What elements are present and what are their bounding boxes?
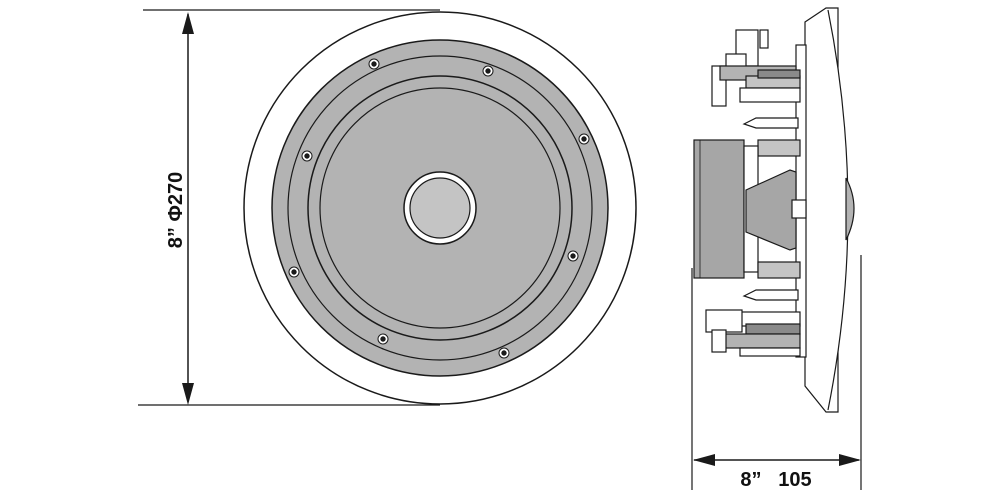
- front-view: [138, 9, 637, 406]
- arrow-left-icon: [693, 454, 715, 466]
- screw: [498, 347, 510, 359]
- screw: [482, 65, 494, 77]
- screw: [301, 150, 313, 162]
- bracket-upper: [742, 117, 801, 157]
- arrow-down-icon: [182, 383, 194, 405]
- screws: [288, 58, 590, 359]
- tweeter-dome: [409, 177, 471, 239]
- clamp-bottom: [705, 309, 801, 357]
- cone-body: [745, 169, 797, 251]
- side-dimension-label: 8” 105: [740, 469, 811, 491]
- tweeter-profile: [845, 177, 855, 241]
- side-view: [691, 7, 862, 490]
- front-dimension-label: 8” Φ270: [165, 172, 187, 248]
- clamp-top: [711, 29, 801, 107]
- arrow-up-icon: [182, 12, 194, 34]
- arrow-right-icon: [839, 454, 861, 466]
- voice-coil: [791, 199, 807, 219]
- screw: [567, 250, 579, 262]
- cone-profile: [827, 9, 849, 411]
- magnet: [693, 139, 745, 279]
- screw: [288, 266, 300, 278]
- screw: [578, 133, 590, 145]
- screw: [377, 333, 389, 345]
- screw: [368, 58, 380, 70]
- bracket-lower: [742, 261, 801, 301]
